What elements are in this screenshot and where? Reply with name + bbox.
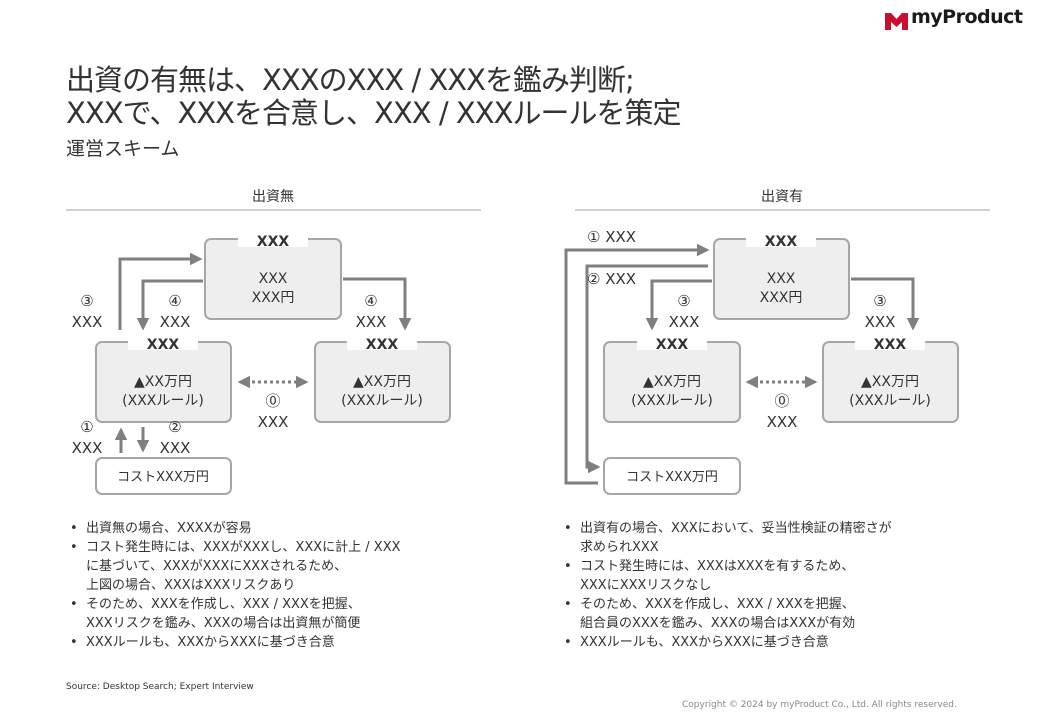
- copyright-note: Copyright © 2024 by myProduct Co., Ltd. …: [682, 700, 957, 710]
- left-top-box-tab: XXX: [257, 234, 290, 250]
- left-right-box: XXX ▲XX万円 (XXXルール): [314, 334, 451, 423]
- page-subtitle: 運営スキーム: [66, 138, 180, 160]
- left-arrow-4b: [343, 277, 412, 331]
- left-bullet: そのため、XXXを作成し、XXX / XXXを把握、 XXXリスクを鑑み、XXX…: [66, 595, 496, 633]
- left-bullet: 出資無の場合、XXXXが容易: [66, 519, 496, 538]
- left-cost-box: コストXXX万円: [95, 457, 232, 495]
- left-left-box-line1: ▲XX万円: [134, 374, 192, 390]
- right-left-box-line1: ▲XX万円: [643, 374, 701, 390]
- right-label-0-text: XXX: [767, 413, 798, 431]
- right-heading: 出資有: [761, 189, 803, 205]
- left-bullet: XXXルールも、XXXからXXXに基づき合意: [66, 633, 496, 652]
- left-right-box-line1: ▲XX万円: [353, 374, 411, 390]
- right-bullet: 出資有の場合、XXXにおいて、妥当性検証の精密さが 求められXXX: [560, 519, 1000, 557]
- right-bullet: XXXルールも、XXXからXXXに基づき合意: [560, 633, 1000, 652]
- left-right-box-line2: (XXXルール): [341, 393, 423, 409]
- left-arrow-3: [118, 252, 203, 330]
- left-top-box: XXX XXX XXX円: [204, 231, 342, 320]
- left-label-0-num: ⓪: [265, 392, 280, 410]
- left-label-4a-text: XXX: [160, 313, 191, 331]
- left-label-3-num: ③: [80, 292, 93, 310]
- page-title-line2: XXXで、XXXを合意し、XXX / XXXルールを策定: [66, 96, 681, 130]
- left-label-1-num: ①: [80, 418, 93, 436]
- right-cost-box-label: コストXXX万円: [626, 470, 718, 485]
- left-left-box-tab: XXX: [147, 337, 180, 353]
- left-label-0-text: XXX: [258, 413, 289, 431]
- left-cost-box-label: コストXXX万円: [117, 470, 209, 485]
- right-right-box-line2: (XXXルール): [849, 393, 931, 409]
- left-top-box-line1: XXX: [259, 271, 288, 287]
- right-bullet-list: 出資有の場合、XXXにおいて、妥当性検証の精密さが 求められXXX コスト発生時…: [560, 519, 1000, 652]
- right-left-box-line2: (XXXルール): [631, 393, 713, 409]
- right-left-box-tab: XXX: [656, 337, 689, 353]
- right-right-box-tab: XXX: [874, 337, 907, 353]
- right-arrow-1: [564, 243, 710, 485]
- right-label-3a-text: XXX: [669, 313, 700, 331]
- left-label-4b-num: ④: [364, 292, 377, 310]
- left-label-2-text: XXX: [160, 439, 191, 457]
- right-top-box-line1: XXX: [767, 271, 796, 287]
- brand-name: myProduct: [911, 6, 1023, 28]
- left-label-3-text: XXX: [72, 313, 103, 331]
- left-label-4a-num: ④: [168, 292, 181, 310]
- right-label-3b-text: XXX: [865, 313, 896, 331]
- page-title-line1: 出資の有無は、XXXのXXX / XXXを鑑み判断;: [66, 63, 635, 97]
- left-left-box: XXX ▲XX万円 (XXXルール): [95, 334, 232, 423]
- left-top-box-line2: XXX円: [252, 290, 295, 306]
- right-top-box: XXX XXX XXX円: [713, 231, 850, 320]
- right-label-0-num: ⓪: [774, 392, 789, 410]
- left-bullet: コスト発生時には、XXXがXXXし、XXXに計上 / XXX に基づいて、XXX…: [66, 538, 496, 595]
- right-bullet: コスト発生時には、XXXはXXXを有するため、 XXXにXXXリスクなし: [560, 557, 1000, 595]
- right-top-box-line2: XXX円: [760, 290, 803, 306]
- source-note: Source: Desktop Search; Expert Interview: [66, 682, 254, 692]
- left-bullet-list: 出資無の場合、XXXXが容易 コスト発生時には、XXXがXXXし、XXXに計上 …: [66, 519, 496, 652]
- right-right-box: XXX ▲XX万円 (XXXルール): [822, 334, 959, 423]
- right-arrow-2: [585, 264, 708, 474]
- right-label-1: ① XXX: [587, 228, 636, 246]
- right-label-2: ② XXX: [587, 270, 636, 288]
- brand-logo-icon: [885, 13, 908, 30]
- right-bullet: そのため、XXXを作成し、XXX / XXXを把握、 組合員のXXXを鑑み、XX…: [560, 595, 1000, 633]
- left-right-box-tab: XXX: [366, 337, 399, 353]
- right-top-box-tab: XXX: [765, 234, 798, 250]
- left-left-box-line2: (XXXルール): [122, 393, 204, 409]
- page-title: 出資の有無は、XXXのXXX / XXXを鑑み判断; XXXで、XXXを合意し、…: [66, 63, 681, 130]
- left-label-1-text: XXX: [72, 439, 103, 457]
- right-right-box-line1: ▲XX万円: [861, 374, 919, 390]
- left-arrow-4a: [136, 279, 203, 331]
- right-left-box: XXX ▲XX万円 (XXXルール): [603, 334, 741, 423]
- right-arrow-3b: [851, 277, 920, 331]
- left-heading: 出資無: [252, 189, 294, 205]
- left-label-4b-text: XXX: [356, 313, 387, 331]
- right-arrow-3a: [645, 279, 712, 331]
- right-cost-box: コストXXX万円: [603, 457, 741, 495]
- right-label-3a-num: ③: [677, 292, 690, 310]
- left-label-2-num: ②: [168, 418, 181, 436]
- right-label-3b-num: ③: [873, 292, 886, 310]
